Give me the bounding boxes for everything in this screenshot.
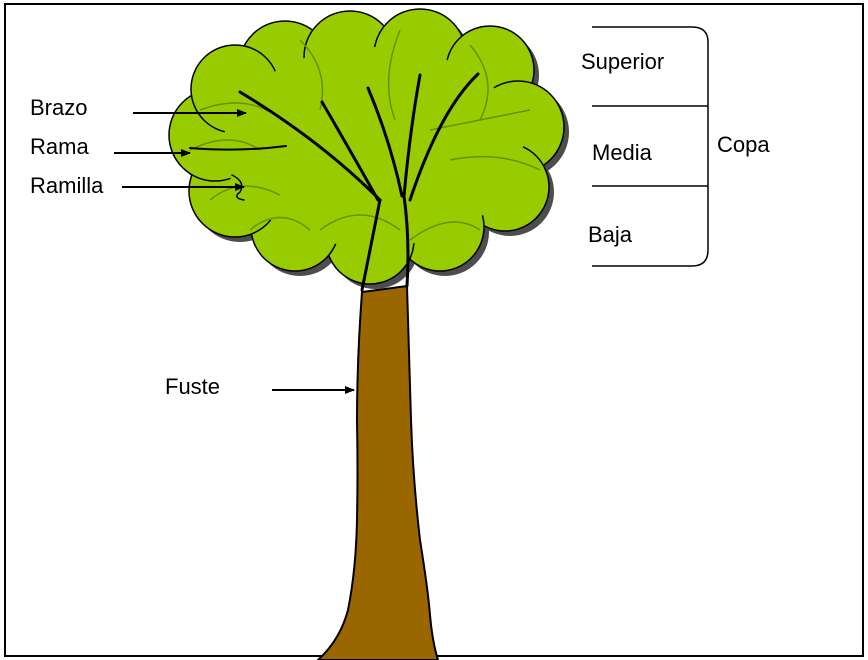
label-rama: Rama: [30, 134, 89, 159]
label-brazo: Brazo: [30, 95, 87, 120]
label-superior: Superior: [581, 49, 664, 74]
label-copa: Copa: [717, 132, 770, 157]
label-fuste: Fuste: [165, 374, 220, 399]
label-ramilla: Ramilla: [30, 173, 104, 198]
label-baja: Baja: [588, 222, 633, 247]
label-media: Media: [592, 140, 653, 165]
trunk-shape: [318, 286, 438, 660]
